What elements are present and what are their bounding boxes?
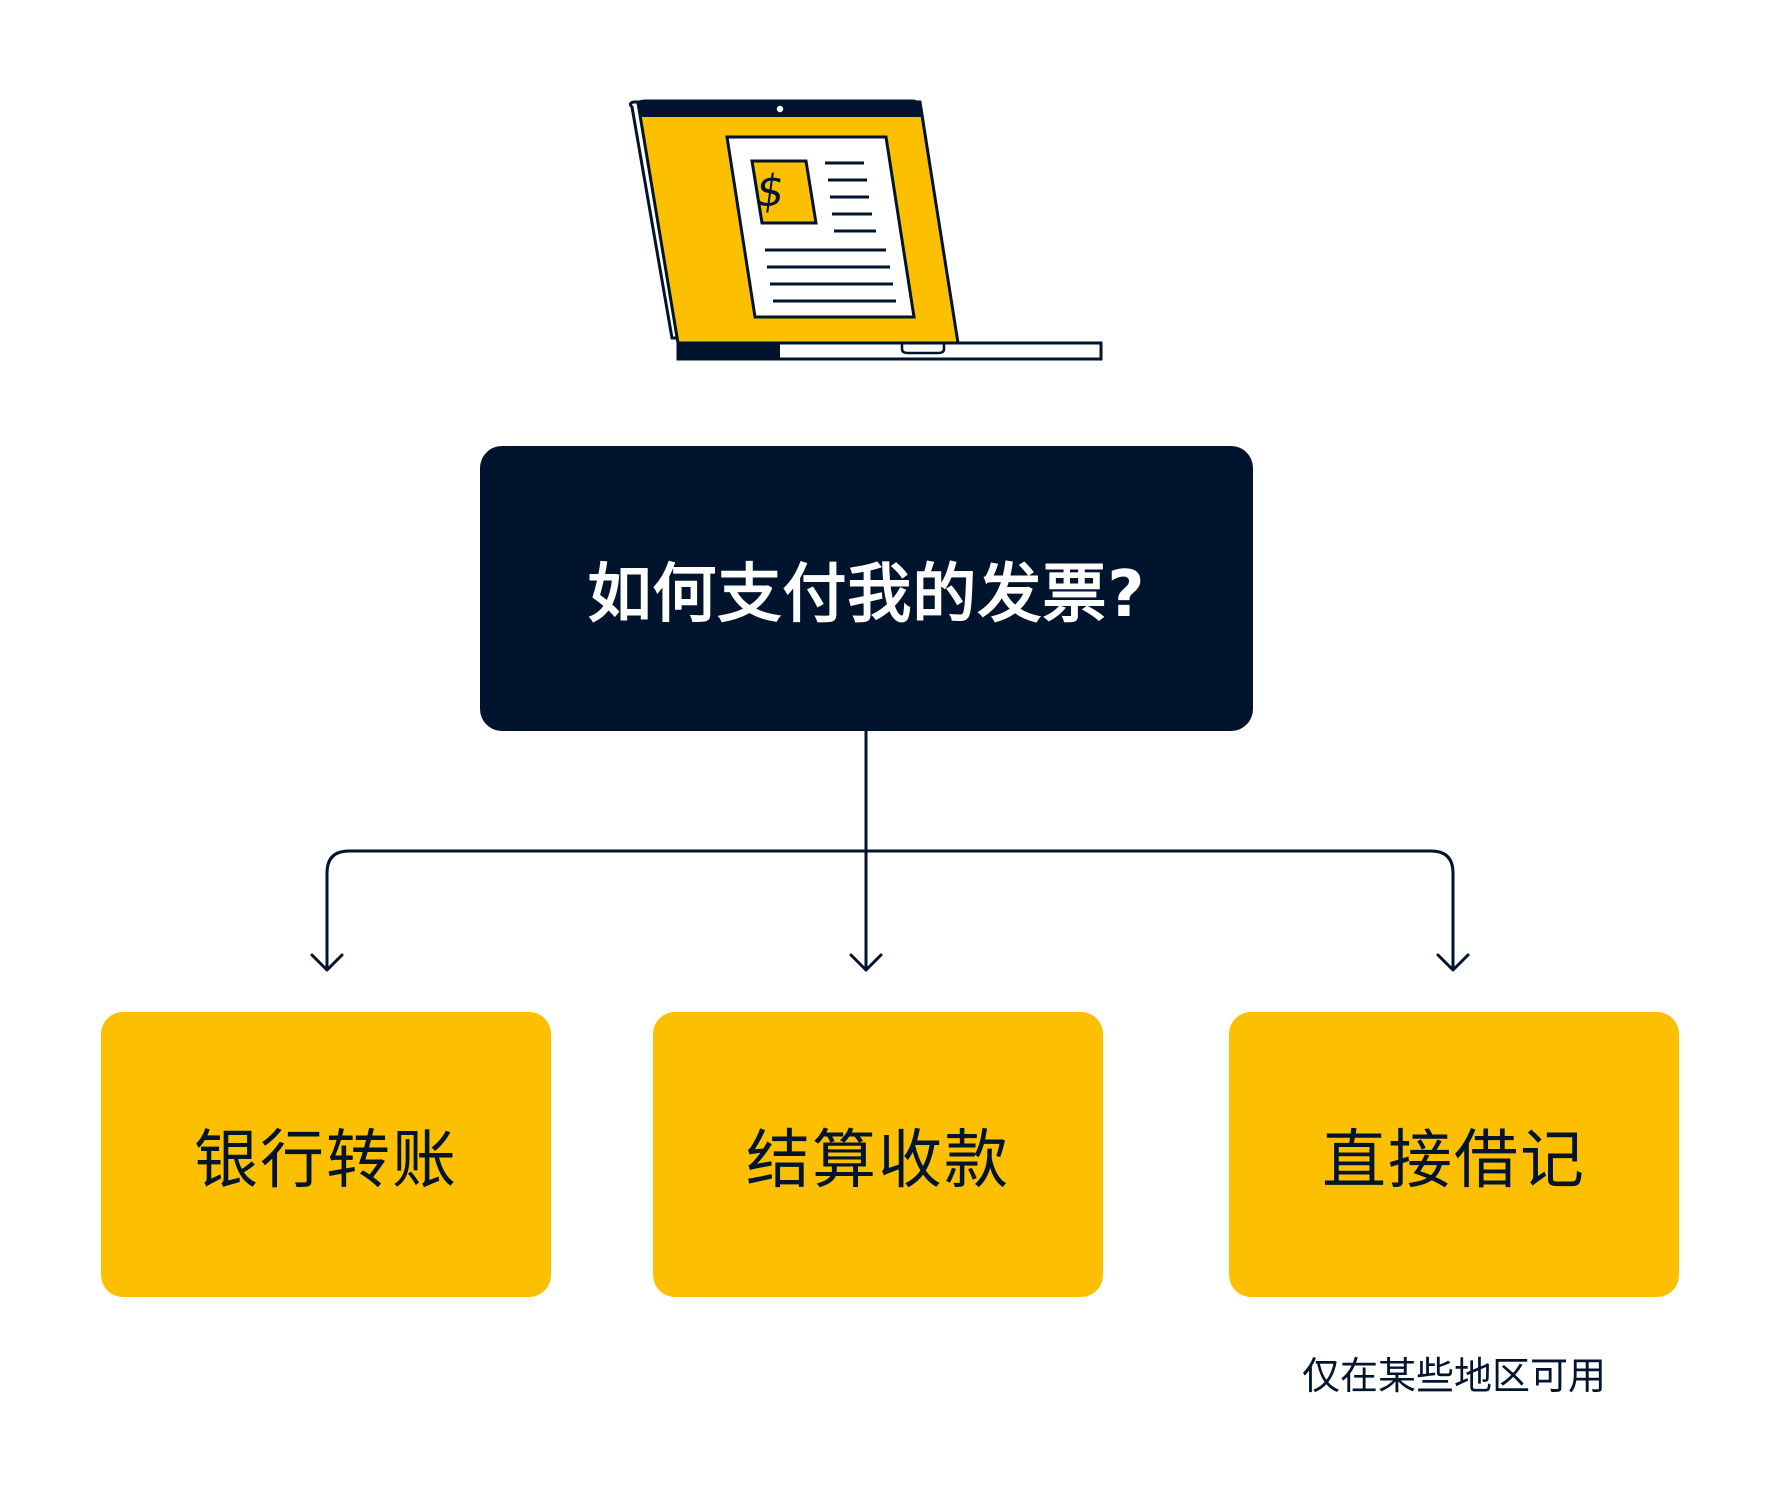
connector-branch <box>325 849 1455 970</box>
question-box: 如何支付我的发票? <box>480 446 1253 731</box>
laptop-invoice-icon: $ <box>628 99 1103 361</box>
arrow-center <box>849 953 883 972</box>
question-text: 如何支付我的发票? <box>587 557 1146 632</box>
availability-note: 仅在某些地区可用 <box>1301 1354 1606 1398</box>
option-label: 结算收款 <box>746 1123 1010 1198</box>
option-label: 直接借记 <box>1322 1123 1586 1198</box>
option-label: 银行转账 <box>194 1123 458 1198</box>
option-settlement-collection: 结算收款 <box>653 1012 1103 1297</box>
option-bank-transfer: 银行转账 <box>101 1012 551 1297</box>
arrow-left <box>310 953 344 972</box>
option-direct-debit: 直接借记 <box>1229 1012 1679 1297</box>
arrow-right <box>1436 953 1470 972</box>
